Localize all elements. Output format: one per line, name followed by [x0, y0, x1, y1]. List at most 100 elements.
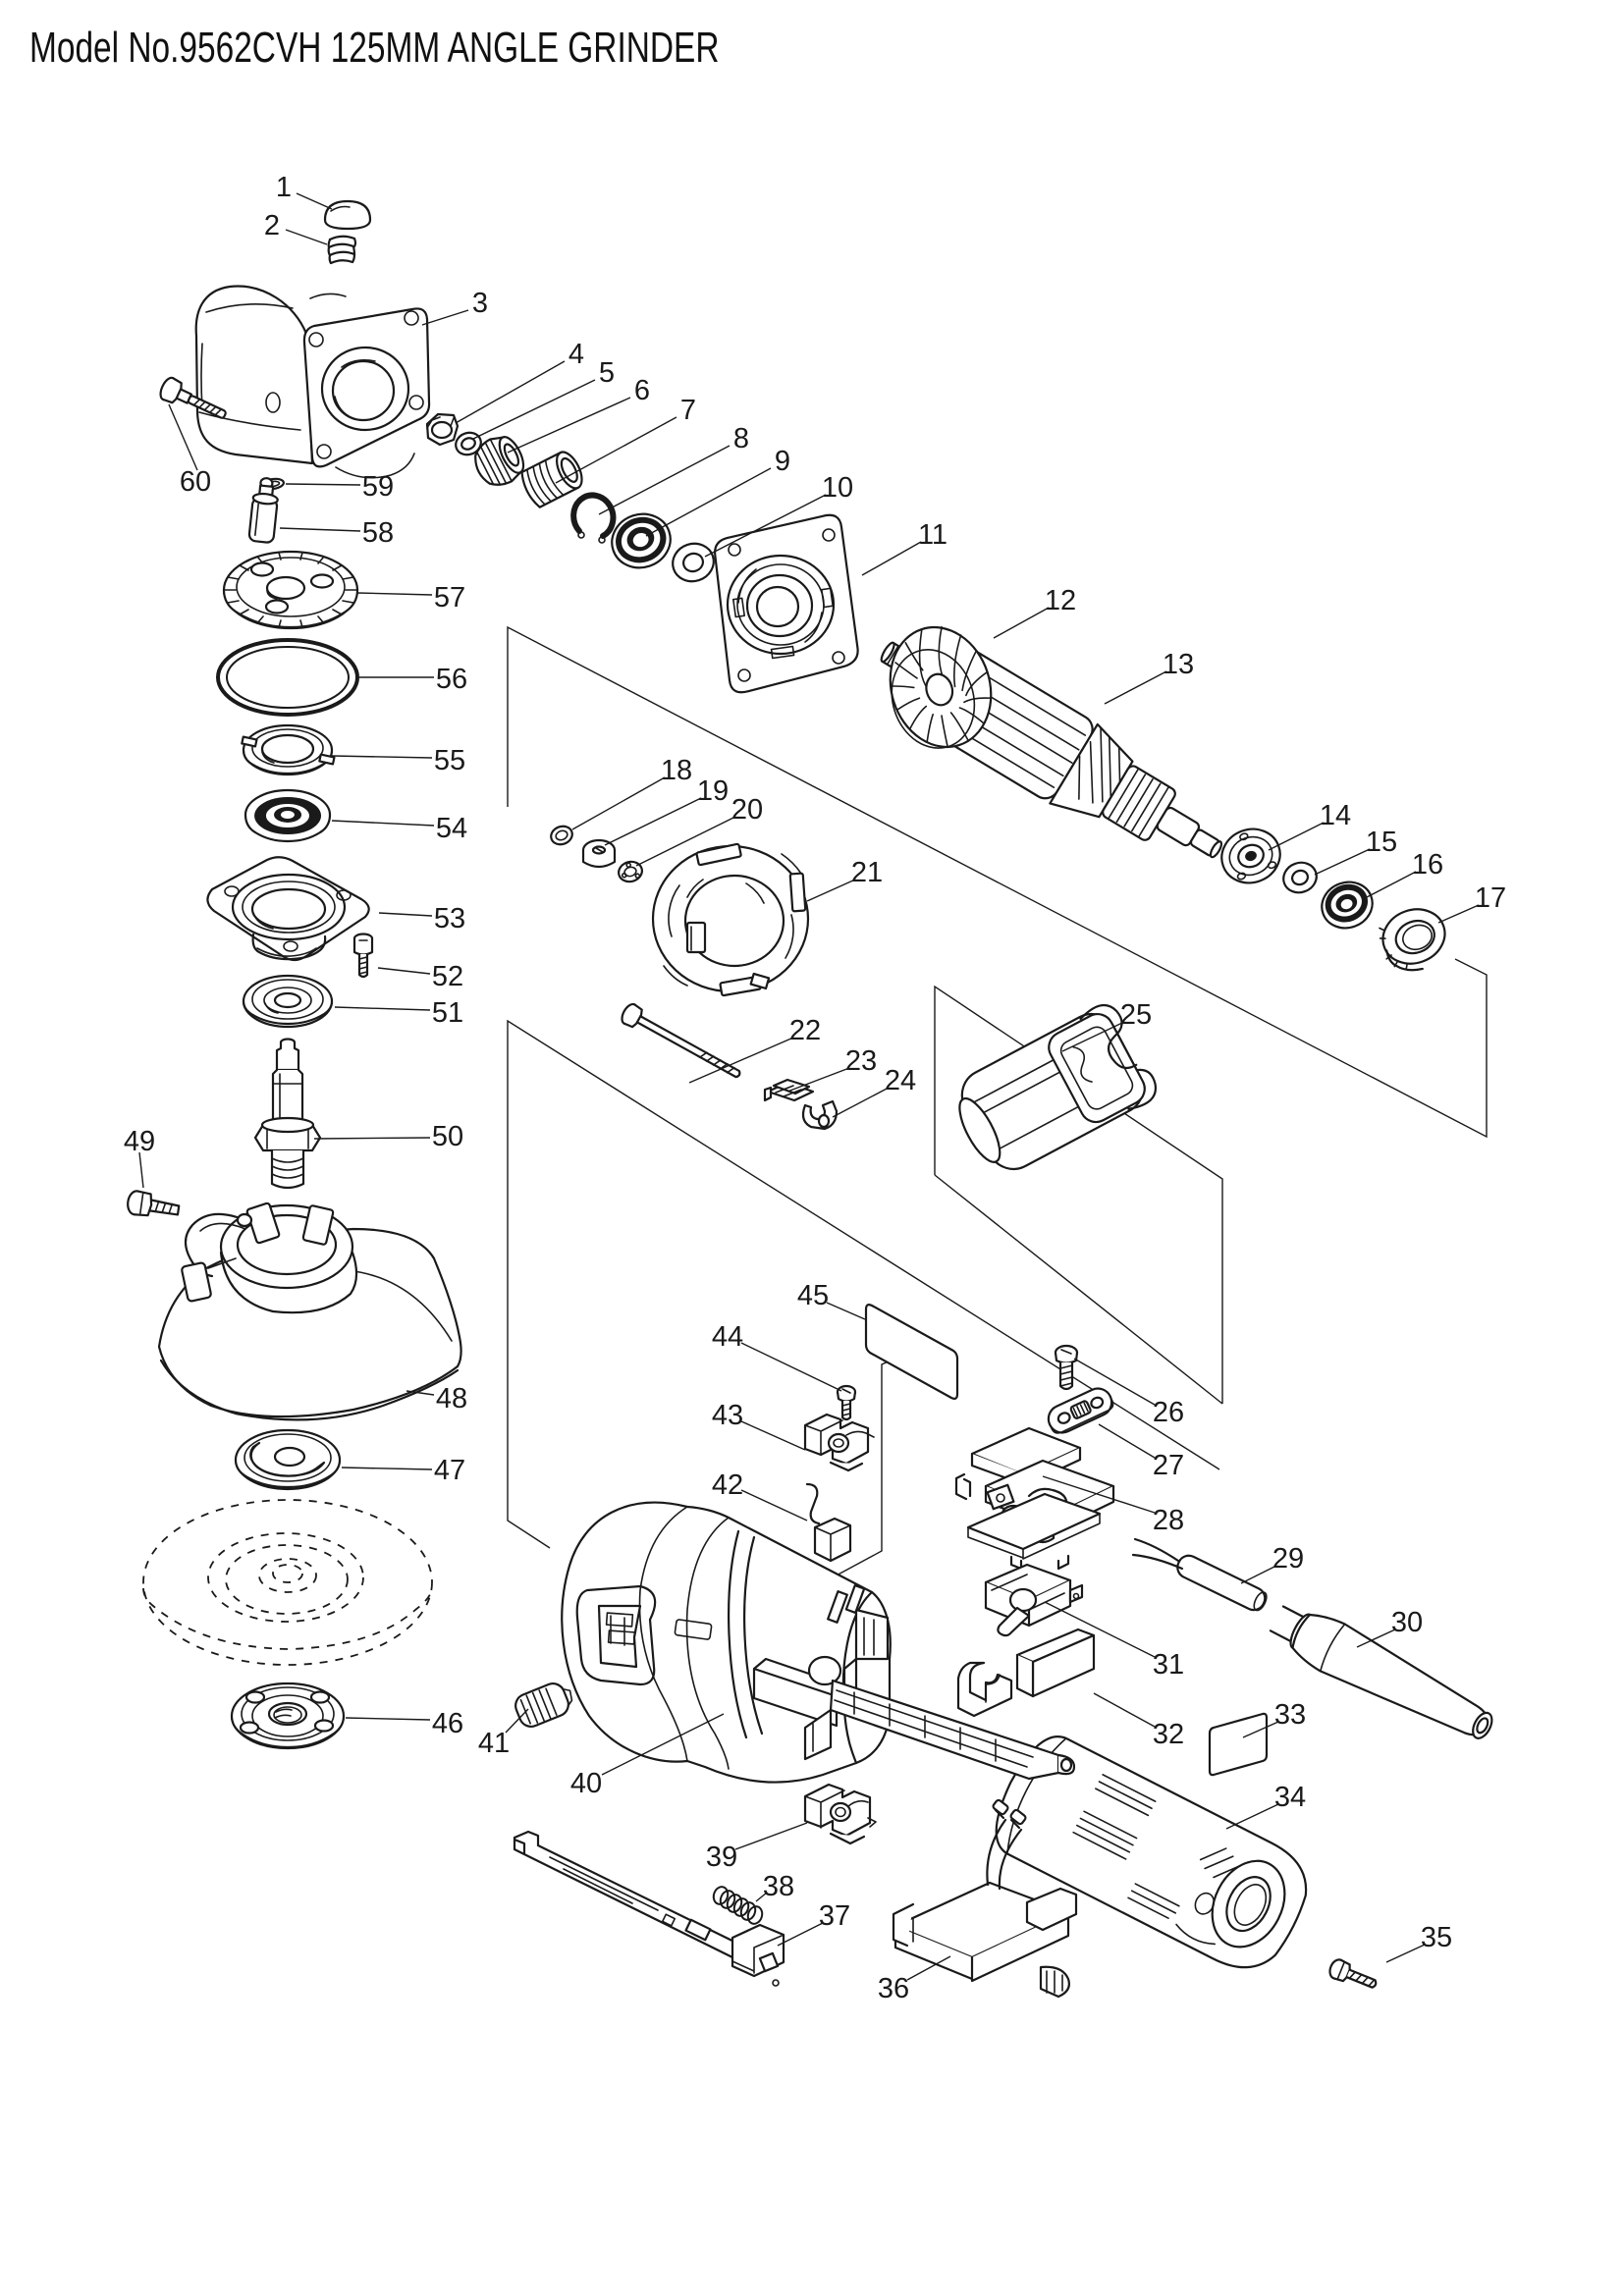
part-label-59: 59 — [362, 471, 394, 503]
part-label-10: 10 — [822, 472, 853, 504]
part-label-53: 53 — [434, 903, 465, 934]
part-label-35: 35 — [1421, 1922, 1452, 1953]
part-label-6: 6 — [634, 375, 650, 406]
part-22-bolt-drawing — [621, 1002, 741, 1079]
part-label-41: 41 — [478, 1728, 510, 1759]
part-label-44: 44 — [712, 1321, 743, 1353]
part-label-51: 51 — [432, 997, 463, 1029]
part-47-flange-drawing — [234, 1428, 342, 1491]
part-33-plate-drawing — [1208, 1712, 1269, 1777]
part-49-screw-drawing — [127, 1190, 181, 1217]
part-label-30: 30 — [1391, 1607, 1423, 1638]
part-label-33: 33 — [1274, 1699, 1306, 1731]
part-label-8: 8 — [733, 423, 749, 454]
part-label-58: 58 — [362, 517, 394, 549]
part-label-39: 39 — [706, 1842, 737, 1873]
part-label-7: 7 — [680, 395, 696, 426]
part-39-brushholder-drawing — [803, 1783, 877, 1845]
group-bracket-armature — [507, 625, 1488, 1139]
part-36-holder-drawing — [892, 1798, 1078, 1999]
part-label-3: 3 — [472, 288, 488, 319]
diagram-title: Model No.9562CVH 125MM ANGLE GRINDER — [29, 24, 720, 72]
part-23-clip-drawing — [763, 1078, 815, 1102]
part-40-housing-drawing — [561, 1501, 1076, 1784]
part-label-57: 57 — [434, 582, 465, 614]
part-35-screw-drawing — [1328, 1958, 1378, 1989]
part-54-bearing-drawing — [244, 788, 332, 843]
part-53-retainer-drawing — [206, 856, 370, 962]
part-label-36: 36 — [878, 1973, 909, 2004]
part-label-21: 21 — [851, 857, 883, 888]
part-41-button-drawing — [514, 1682, 573, 1728]
part-12-fan-drawing — [889, 625, 993, 749]
part-label-56: 56 — [436, 664, 467, 695]
part-label-37: 37 — [819, 1900, 850, 1932]
part-label-50: 50 — [432, 1121, 463, 1152]
part-30-handle-drawing — [1269, 1605, 1493, 1739]
part-58-pin-drawing — [247, 477, 279, 544]
part-label-18: 18 — [661, 755, 692, 786]
part-17-ring-drawing — [1379, 908, 1446, 972]
part-20-star-drawing — [618, 860, 643, 883]
part-25-field-drawing — [958, 1003, 1158, 1170]
part-29-cordguard-drawing — [1131, 1537, 1268, 1612]
part-32-base-drawing — [956, 1628, 1096, 1718]
part-31-switch-drawing — [984, 1563, 1084, 1637]
part-label-34: 34 — [1274, 1782, 1306, 1813]
part-label-23: 23 — [845, 1045, 877, 1077]
part-label-12: 12 — [1045, 585, 1076, 616]
part-28-controller-drawing — [954, 1426, 1115, 1571]
part-label-28: 28 — [1153, 1505, 1184, 1536]
part-26-screw-drawing — [1054, 1344, 1079, 1391]
part-label-26: 26 — [1153, 1397, 1184, 1428]
part-16-bearing-drawing — [1321, 881, 1374, 930]
part-label-20: 20 — [731, 794, 763, 826]
part-label-13: 13 — [1163, 649, 1194, 680]
part-52-screw-drawing — [352, 933, 374, 979]
part-57-flange-drawing — [222, 550, 359, 630]
part-label-25: 25 — [1120, 999, 1152, 1031]
part-14-retainer-drawing — [1220, 828, 1281, 884]
part-2-spring-drawing — [327, 235, 357, 265]
part-6-gear-drawing — [474, 436, 525, 486]
part-37-slidebar-drawing — [513, 1830, 785, 1987]
part-label-16: 16 — [1412, 849, 1443, 881]
part-7-sleeve-drawing — [520, 451, 583, 508]
part-4-hexnut-drawing — [425, 412, 460, 447]
part-9-bearing-drawing — [611, 512, 672, 569]
part-label-15: 15 — [1366, 827, 1397, 858]
part-label-19: 19 — [697, 775, 729, 807]
part-label-29: 29 — [1272, 1543, 1304, 1575]
part-label-14: 14 — [1320, 800, 1351, 831]
part-label-55: 55 — [434, 745, 465, 776]
part-44-screw-drawing — [836, 1384, 857, 1421]
part-60-screw-drawing — [159, 376, 227, 419]
part-51-washer-drawing — [242, 974, 334, 1029]
part-labels: 1 2 3 4 5 6 7 8 9 10 11 12 13 14 15 16 1… — [124, 172, 1506, 2004]
part-50-spindle-drawing — [253, 1038, 322, 1190]
part-11-bearingbox-drawing — [714, 513, 859, 694]
part-label-46: 46 — [432, 1708, 463, 1739]
part-label-43: 43 — [712, 1400, 743, 1431]
part-42-brush-drawing — [805, 1482, 852, 1563]
part-label-24: 24 — [885, 1065, 916, 1096]
part-18-oring-drawing — [550, 825, 573, 846]
part-48-guard-drawing — [157, 1201, 462, 1421]
part-label-2: 2 — [264, 210, 280, 241]
part-3-gear-housing-drawing — [194, 285, 431, 479]
part-15-washer-drawing — [1282, 861, 1318, 894]
part-56-o-ring-drawing — [216, 638, 359, 717]
part-label-48: 48 — [436, 1383, 467, 1415]
part-38-spring-drawing — [712, 1886, 764, 1925]
part-label-22: 22 — [789, 1015, 821, 1046]
part-1-cap-drawing — [323, 199, 372, 231]
part-19-spacer-drawing — [581, 838, 617, 869]
part-8-circlip-drawing — [570, 492, 617, 544]
part-10-washer-drawing — [672, 542, 715, 583]
part-label-45: 45 — [797, 1280, 829, 1311]
part-label-40: 40 — [570, 1768, 602, 1799]
part-label-32: 32 — [1153, 1719, 1184, 1750]
part-label-31: 31 — [1153, 1649, 1184, 1681]
group-bracket-housing — [507, 1019, 1220, 1549]
